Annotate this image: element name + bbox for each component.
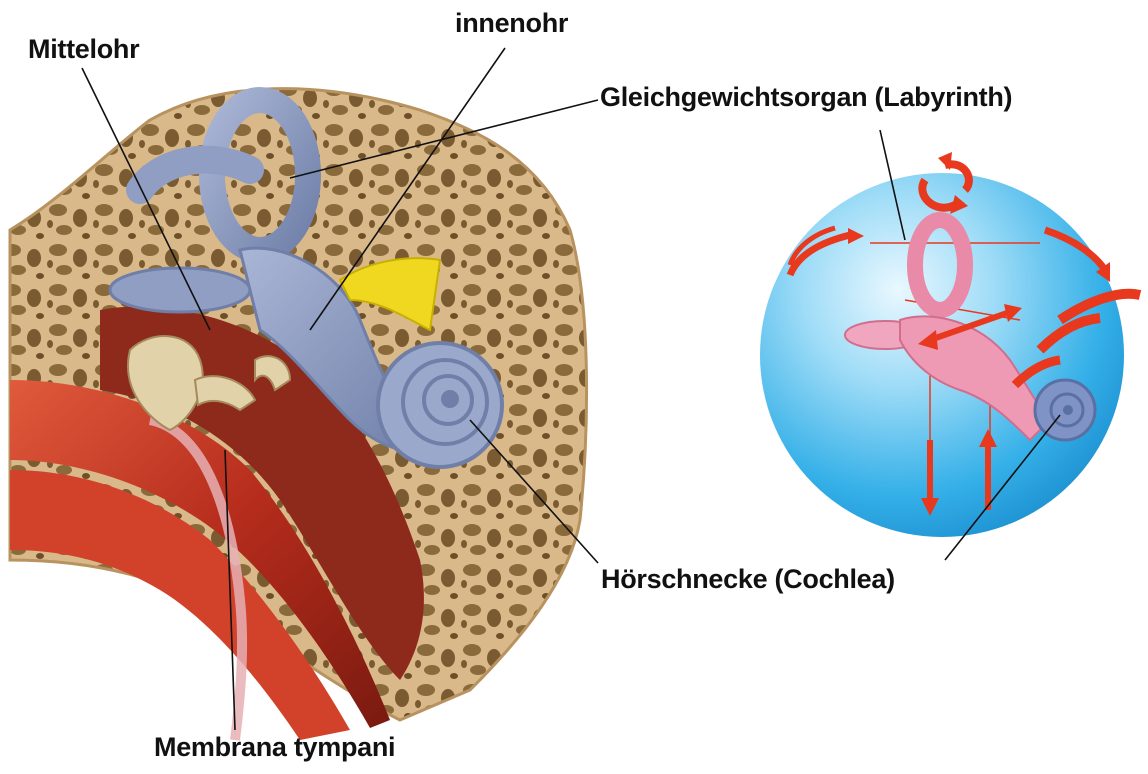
label-innenohr: innenohr (455, 10, 568, 37)
cochlea-left (378, 343, 502, 467)
label-membrana-tympani: Membrana tympani (154, 734, 395, 761)
label-hoerschnecke: Hörschnecke (Cochlea) (601, 566, 895, 593)
cochlea-right (1035, 380, 1095, 440)
label-mittelohr: Mittelohr (28, 36, 139, 63)
label-gleichgewichtsorgan: Gleichgewichtsorgan (Labyrinth) (600, 84, 1012, 111)
